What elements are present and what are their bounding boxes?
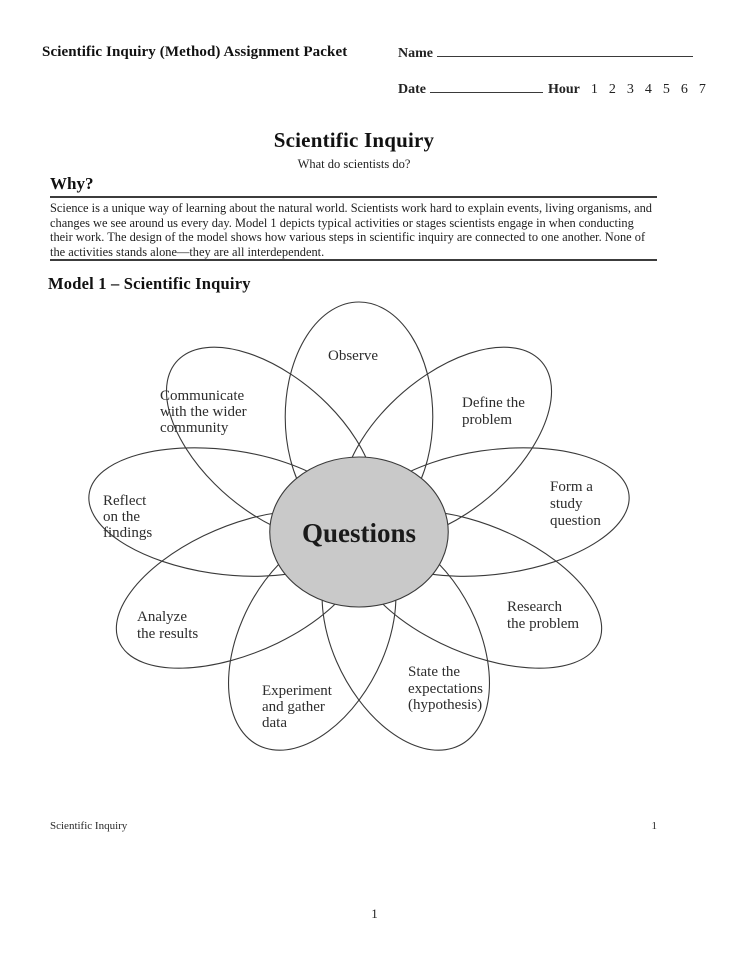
petal-label-communicate-3: community: [160, 420, 229, 436]
petal-label-state-1: State the: [408, 664, 460, 680]
flower-diagram-svg: Observe Define the problem Form a study …: [0, 295, 749, 780]
questions-center-label: Questions: [302, 518, 416, 548]
title-band: Scientific Inquiry: [0, 128, 708, 153]
questions-circle: [270, 457, 449, 607]
name-row: Name: [398, 44, 693, 62]
date-label: Date: [398, 82, 426, 97]
name-label: Name: [398, 46, 433, 61]
footer-doc-title: Scientific Inquiry: [50, 820, 128, 832]
divider-rule-bottom: [50, 259, 657, 261]
divider-rule-top: [50, 196, 657, 198]
footer-page-number: 1: [651, 820, 658, 832]
petal-label-state-3: (hypothesis): [408, 697, 482, 713]
sheet-page-number: 1: [371, 906, 378, 921]
petal-label-research-2: the problem: [507, 616, 579, 632]
petal-label-reflect-3: findings: [103, 525, 152, 541]
page-title: Scientific Inquiry: [273, 128, 435, 152]
petal-label-form-1: Form a: [550, 479, 593, 495]
petal-label-reflect-1: Reflect: [103, 493, 147, 509]
model-heading: Model 1 – Scientific Inquiry: [48, 274, 251, 293]
petal-label-define-1: Define the: [462, 395, 525, 411]
hour-label: Hour: [548, 82, 580, 97]
why-paragraph: Science is a unique way of learning abou…: [50, 201, 652, 259]
hour-option-5[interactable]: 5: [662, 82, 670, 97]
petal-label-experiment-3: data: [262, 715, 287, 731]
petal-label-analyze-2: the results: [137, 626, 198, 642]
hour-option-1[interactable]: 1: [590, 82, 598, 97]
petal-label-research-1: Research: [507, 599, 562, 615]
why-heading: Why?: [50, 174, 94, 193]
petal-label-communicate-2: with the wider: [160, 404, 247, 420]
petal-label-experiment-2: and gather: [262, 699, 325, 715]
subtitle-band: What do scientists do?: [0, 155, 708, 173]
petal-label-experiment-1: Experiment: [262, 683, 333, 699]
page-subtitle: What do scientists do?: [297, 157, 411, 171]
hour-option-2[interactable]: 2: [608, 82, 616, 97]
hour-option-6[interactable]: 6: [680, 82, 688, 97]
petal-label-form-2: study: [550, 496, 583, 512]
petal-label-communicate-1: Communicate: [160, 388, 244, 404]
date-field-line[interactable]: [430, 80, 543, 93]
hour-option-3[interactable]: 3: [626, 82, 634, 97]
petal-label-reflect-2: on the: [103, 509, 140, 525]
petal-label-observe: Observe: [328, 348, 378, 364]
petal-label-form-3: question: [550, 513, 601, 529]
packet-title: Scientific Inquiry (Method) Assignment P…: [42, 44, 348, 60]
petal-label-analyze-1: Analyze: [137, 609, 187, 625]
petal-label-define-2: problem: [462, 412, 512, 428]
hour-option-7[interactable]: 7: [698, 82, 706, 97]
name-field-line[interactable]: [437, 44, 693, 57]
hour-option-4[interactable]: 4: [644, 82, 652, 97]
petal-label-state-2: expectations: [408, 681, 483, 697]
inquiry-flower-diagram: Observe Define the problem Form a study …: [0, 295, 749, 780]
